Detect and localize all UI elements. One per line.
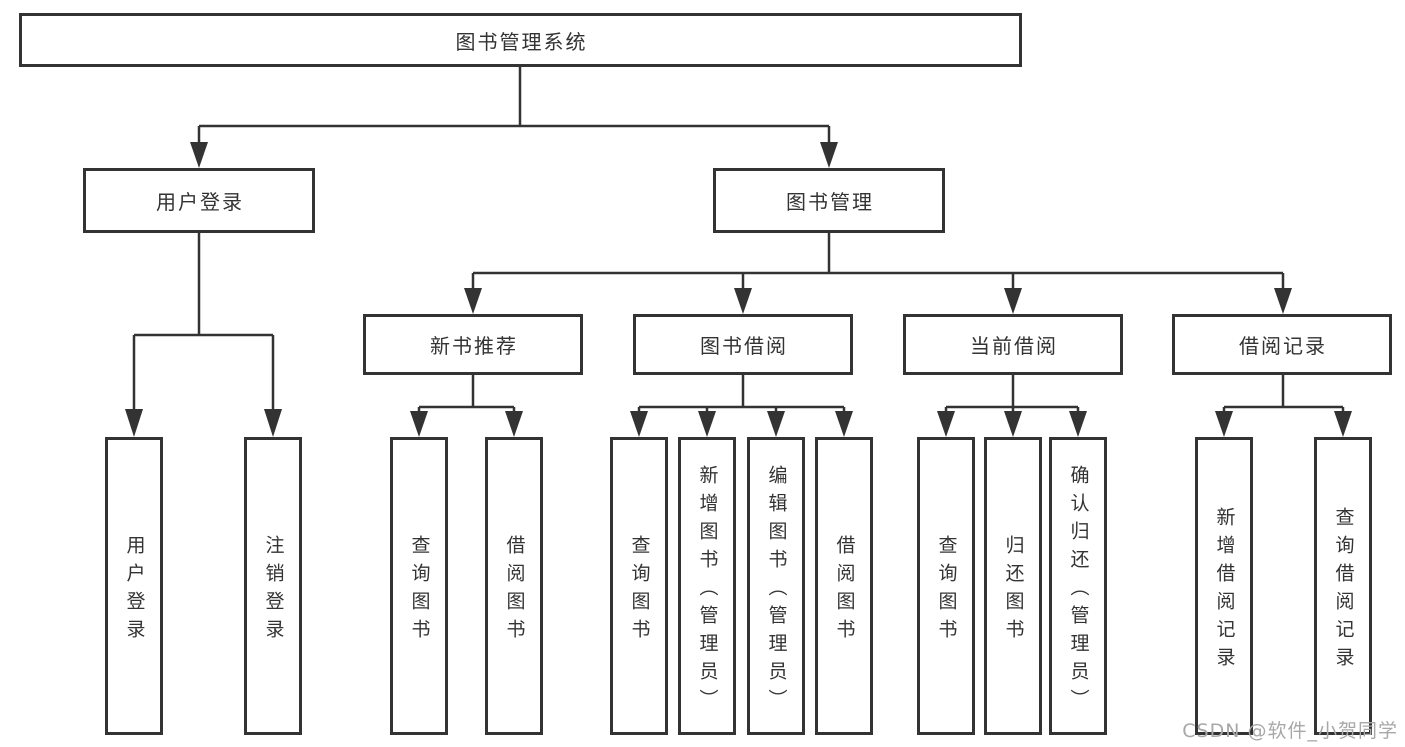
leaf-user-login: 用户登录 [105, 437, 163, 735]
leaf-label: 查询图书 [628, 534, 651, 647]
leaf-label: 新增借阅记录 [1213, 506, 1236, 675]
leaf-label: 确认归还（管理员） [1067, 464, 1090, 717]
leaf-edit-book-admin: 编辑图书（管理员） [747, 437, 805, 735]
leaf-add-borrow-record: 新增借阅记录 [1195, 437, 1253, 735]
leaf-label: 查询图书 [935, 534, 958, 647]
node-root: 图书管理系统 [19, 13, 1022, 67]
watermark: CSDN @软件_小贺同学 [1182, 720, 1398, 742]
node-book-management: 图书管理 [713, 168, 945, 233]
node-borrow-records: 借阅记录 [1172, 314, 1392, 375]
leaf-query-books-3: 查询图书 [917, 437, 975, 735]
arrowheads [125, 142, 1352, 437]
leaf-label: 查询借阅记录 [1332, 506, 1355, 675]
leaf-label: 借阅图书 [833, 534, 856, 647]
leaf-return-books: 归还图书 [984, 437, 1042, 735]
node-current-borrow: 当前借阅 [903, 314, 1123, 375]
node-book-borrow: 图书借阅 [633, 314, 853, 375]
leaf-label: 借阅图书 [503, 534, 526, 647]
leaf-query-books-2: 查询图书 [610, 437, 668, 735]
leaf-query-books-1: 查询图书 [390, 437, 448, 735]
leaf-borrow-books-2: 借阅图书 [815, 437, 873, 735]
leaf-label: 新增图书（管理员） [696, 464, 719, 717]
leaf-logout: 注销登录 [244, 437, 302, 735]
leaf-label: 编辑图书（管理员） [765, 464, 788, 717]
leaf-query-borrow-record: 查询借阅记录 [1314, 437, 1372, 735]
node-new-book-recommend: 新书推荐 [363, 314, 583, 375]
leaf-label: 查询图书 [408, 534, 431, 647]
leaf-borrow-books-1: 借阅图书 [485, 437, 543, 735]
leaf-label: 归还图书 [1002, 534, 1025, 647]
leaf-label: 用户登录 [123, 534, 146, 647]
node-user-login: 用户登录 [83, 168, 315, 233]
leaf-label: 注销登录 [262, 534, 285, 647]
leaf-confirm-return-admin: 确认归还（管理员） [1049, 437, 1107, 735]
leaf-add-book-admin: 新增图书（管理员） [678, 437, 736, 735]
